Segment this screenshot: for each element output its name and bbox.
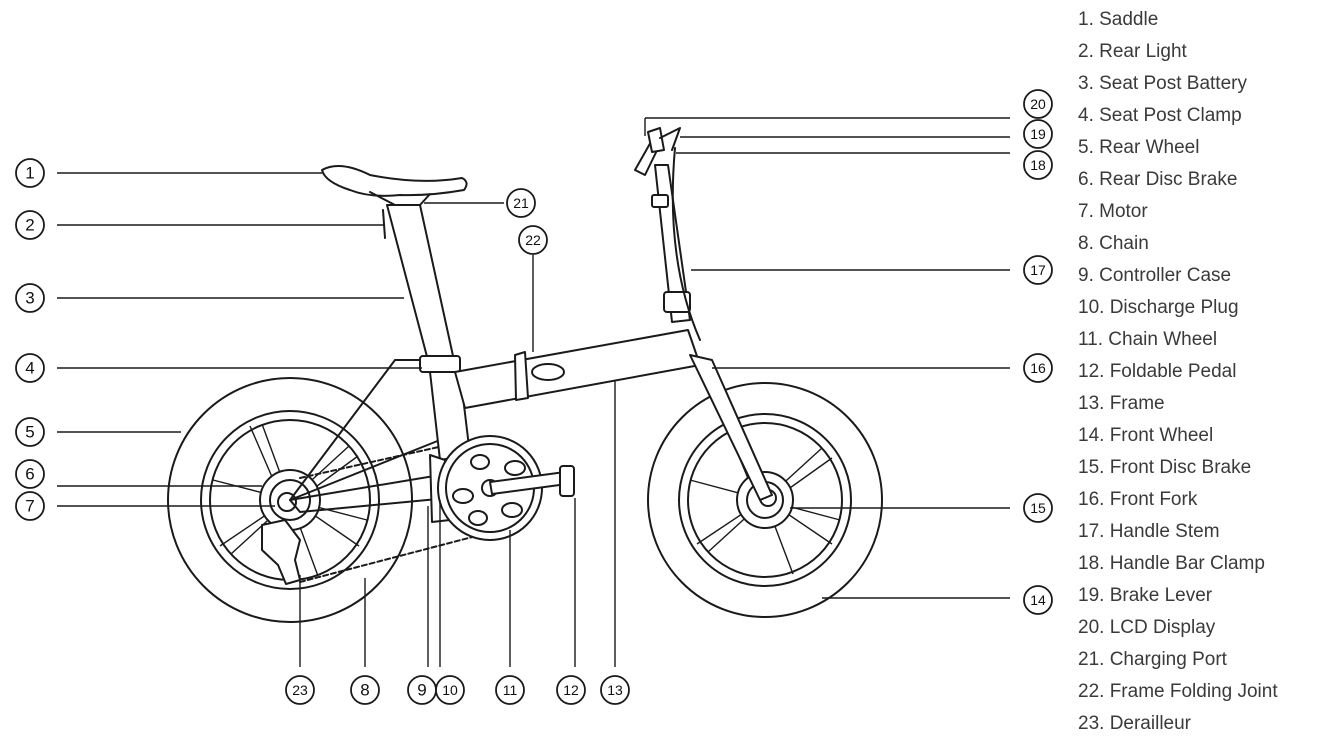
svg-text:12: 12 [563,682,579,698]
callout-21: 21 [506,188,536,218]
callout-22: 22 [518,225,548,255]
legend-item: 19. Brake Lever [1078,585,1213,606]
brake-cable [671,147,701,341]
front-wheel [647,382,883,618]
svg-text:16: 16 [1030,360,1046,376]
svg-text:20: 20 [1030,96,1046,112]
svg-text:4: 4 [25,359,34,378]
legend-item: 12. Foldable Pedal [1078,361,1237,382]
stem-clamp [663,291,691,313]
seat-post-battery [386,204,456,369]
callout-16: 16 [1023,353,1053,383]
callout-19: 19 [1023,119,1053,149]
svg-text:3: 3 [25,289,34,308]
legend-item: 4. Seat Post Clamp [1078,105,1242,126]
saddle [321,165,468,197]
svg-text:17: 17 [1030,262,1046,278]
svg-text:1: 1 [25,164,34,183]
legend-item: 8. Chain [1078,233,1149,254]
frame-tube [454,329,701,409]
callout-6: 6 [15,459,45,489]
legend-item: 17. Handle Stem [1078,521,1220,542]
legend-item: 21. Charging Port [1078,649,1227,670]
svg-text:21: 21 [513,195,529,211]
parts-legend: 1. Saddle 2. Rear Light 3. Seat Post Bat… [1078,4,1278,740]
rear-light [382,209,386,239]
callout-2: 2 [15,210,45,240]
callout-11: 11 [495,675,525,705]
legend-item: 11. Chain Wheel [1078,329,1218,350]
legend-item: 10. Discharge Plug [1078,297,1239,318]
svg-text:15: 15 [1030,500,1046,516]
svg-text:2: 2 [25,216,34,235]
callout-7: 7 [15,491,45,521]
callout-14: 14 [1023,585,1053,615]
frame-folding-joint [514,351,529,401]
svg-text:14: 14 [1030,592,1046,608]
leader-lines [57,117,1010,667]
brake-lever [659,127,681,151]
legend-item: 23. Derailleur [1078,713,1191,734]
legend-item: 22. Frame Folding Joint [1078,681,1278,702]
callout-9: 9 [407,675,437,705]
svg-text:13: 13 [607,682,623,698]
legend-item: 14. Front Wheel [1078,425,1214,446]
callout-4: 4 [15,353,45,383]
callout-12: 12 [556,675,586,705]
front-fork [689,354,773,501]
svg-text:7: 7 [25,497,34,516]
svg-text:8: 8 [360,681,369,700]
svg-text:6: 6 [25,465,34,484]
legend-item: 5. Rear Wheel [1078,137,1200,158]
callout-20: 20 [1023,89,1053,119]
svg-text:22: 22 [525,232,541,248]
svg-text:9: 9 [417,681,426,700]
legend-item: 20. LCD Display [1078,617,1216,638]
svg-text:11: 11 [503,682,518,698]
callout-13: 13 [600,675,630,705]
seat-post-clamp [419,355,461,373]
legend-item: 9. Controller Case [1078,265,1232,286]
callout-18: 18 [1023,150,1053,180]
callout-5: 5 [15,417,45,447]
callout-17: 17 [1023,255,1053,285]
legend-item: 7. Motor [1078,201,1148,222]
legend-item: 13. Frame [1078,393,1165,414]
callout-8: 8 [350,675,380,705]
callout-3: 3 [15,283,45,313]
svg-text:5: 5 [25,423,34,442]
legend-item: 1. Saddle [1078,9,1159,30]
legend-item: 15. Front Disc Brake [1078,457,1252,478]
svg-text:19: 19 [1030,126,1046,142]
legend-item: 6. Rear Disc Brake [1078,169,1238,190]
legend-item: 2. Rear Light [1078,41,1187,62]
callout-10: 10 [435,675,465,705]
callout-15: 15 [1023,493,1053,523]
callout-1: 1 [15,158,45,188]
legend-item: 3. Seat Post Battery [1078,73,1247,94]
bicycle-illustration [167,127,883,623]
callout-badges: 1 2 3 4 5 6 7 8 9 10 11 12 13 14 15 16 1… [15,89,1053,705]
callout-23: 23 [285,675,315,705]
svg-text:10: 10 [442,682,458,698]
legend-item: 16. Front Fork [1078,489,1198,510]
svg-text:18: 18 [1030,157,1046,173]
legend-item: 18. Handle Bar Clamp [1078,553,1265,574]
svg-text:23: 23 [292,682,308,698]
